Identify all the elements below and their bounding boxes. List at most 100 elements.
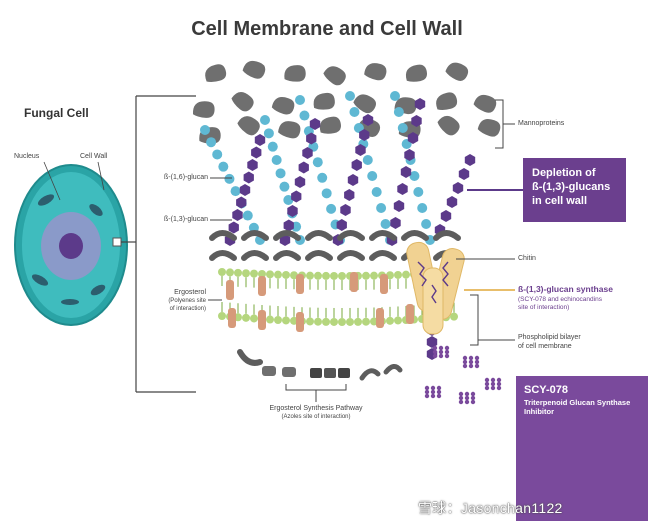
phospholipid-head — [218, 268, 226, 276]
phospholipid-head — [330, 317, 338, 326]
mannoprotein-blob — [205, 64, 227, 83]
glucan-strand-unit — [484, 381, 490, 387]
mannoprotein-blob — [473, 94, 497, 113]
glucan-strand-unit — [424, 385, 430, 391]
pathway-label: Ergosterol Synthesis Pathway — [269, 405, 363, 412]
chitin-arc — [369, 230, 397, 241]
scy078-name: SCY-078 — [524, 384, 569, 396]
b16-glucan-unit — [267, 141, 278, 152]
mannoprotein-blob — [364, 63, 387, 81]
b13-glucan-unit — [440, 210, 452, 222]
glucan-strand-unit — [438, 353, 444, 359]
mannoprotein-blob — [437, 115, 460, 136]
glucan-strand-unit — [430, 385, 436, 391]
b16-glucan-unit — [230, 186, 241, 197]
nucleus-label: Nucleus — [14, 153, 40, 160]
b16-glucan-unit — [362, 155, 373, 165]
b13-glucan-unit — [359, 129, 370, 141]
phospholipid-head — [234, 268, 242, 277]
glucan-strand-unit — [464, 399, 470, 405]
ergosterol-note-2: of interaction) — [169, 306, 206, 312]
mannoproteins-label: Mannoproteins — [518, 120, 565, 127]
b16-glucan-unit — [212, 149, 223, 160]
mannoprotein-blob — [323, 66, 346, 86]
b13-glucan-unit — [236, 196, 247, 209]
mannoprotein-blob — [405, 64, 427, 82]
glucan-strand-unit — [458, 391, 464, 397]
b16-glucan-unit — [279, 181, 290, 192]
mannoprotein-blob — [271, 97, 295, 115]
glucan-strand-unit — [468, 363, 474, 369]
b16-glucan-unit — [393, 107, 404, 117]
b13-glucan-unit — [407, 132, 419, 144]
b16-glucan-unit — [326, 203, 337, 214]
synthase-note-2: site of interaction) — [518, 304, 570, 311]
watermark: 雪球：Jasonchan1122 — [418, 500, 563, 516]
b13-glucan-unit — [426, 336, 438, 348]
phospholipid-head — [362, 271, 370, 280]
b13-glucan-unit — [283, 219, 294, 232]
b16-glucan-unit — [349, 107, 360, 117]
b13-glucan-unit — [336, 219, 347, 231]
b13-glucan-unit — [390, 217, 401, 229]
chitin-arc — [273, 230, 301, 241]
phospholipid-head — [330, 271, 338, 280]
ergosterol-molecule — [350, 272, 358, 292]
glucan-strand-unit — [444, 349, 450, 355]
b16-glucan-unit — [317, 172, 328, 183]
depletion-line-2: ß-(1,3)-glucans — [532, 181, 611, 193]
chitin-arc — [241, 230, 269, 241]
chitin-arc — [209, 250, 237, 261]
b16-glucan-unit — [263, 128, 274, 139]
b16-glucan-label: ß-(1,6)-glucan — [164, 174, 208, 181]
b16-glucan-unit — [206, 137, 217, 148]
depletion-callout: Depletion of ß-(1,3)-glucans in cell wal… — [523, 158, 626, 222]
glucan-strand-unit — [458, 399, 464, 405]
chitin-arc — [337, 250, 365, 261]
b13-glucan-unit — [393, 200, 405, 212]
b16-glucan-unit — [260, 115, 270, 125]
bilayer-label-1: Phospholipid bilayer — [518, 334, 581, 341]
chitin-arc — [273, 250, 301, 261]
mannoprotein-blob — [477, 118, 501, 137]
mannoprotein-blob — [353, 94, 376, 114]
chitin-label: Chitin — [518, 255, 536, 262]
ergosterol-pathway-chain — [237, 349, 403, 381]
b16-glucan-unit — [397, 123, 408, 133]
glucan-synthase — [406, 241, 465, 335]
phospholipid-head — [338, 272, 346, 280]
glucan-strand-unit — [490, 377, 496, 383]
b13-glucan-unit — [397, 183, 408, 195]
phospholipid-head — [394, 316, 402, 325]
phospholipid-head — [226, 268, 234, 277]
mannoproteins-layer — [192, 60, 501, 144]
glucan-strand-unit — [484, 377, 490, 383]
mannoprotein-blob — [237, 116, 260, 136]
phospholipid-head — [274, 316, 282, 325]
mannoprotein-blob — [313, 92, 335, 110]
b13-glucan-unit — [298, 161, 309, 174]
phospholipid-head — [282, 316, 290, 325]
b13-glucan-unit — [446, 196, 458, 208]
glucan-strand-unit — [464, 391, 470, 397]
b16-glucan-unit — [200, 125, 210, 135]
glucan-strand-unit — [432, 353, 438, 359]
synthase-note-1: (SCY-078 and echinocandins — [518, 296, 602, 303]
glucan-strand-unit — [436, 389, 442, 395]
scy078-desc-1: Triterpenoid Glucan Synthase — [524, 398, 631, 407]
glucan-strand-unit — [474, 363, 480, 369]
fungal-cell — [14, 161, 128, 326]
phospholipid-head — [450, 312, 458, 321]
leader-lines — [208, 99, 515, 402]
b13-glucan-unit — [254, 134, 266, 146]
b13-glucan-unit — [340, 204, 351, 216]
phospholipid-head — [314, 317, 322, 326]
glucan-strand-unit — [464, 395, 470, 401]
ergosterol-molecule — [258, 276, 266, 296]
b13-glucan-unit — [411, 115, 422, 127]
bilayer-label-2: of cell membrane — [518, 343, 572, 350]
phospholipid-head — [250, 314, 258, 323]
b13-glucan-unit — [452, 182, 464, 194]
